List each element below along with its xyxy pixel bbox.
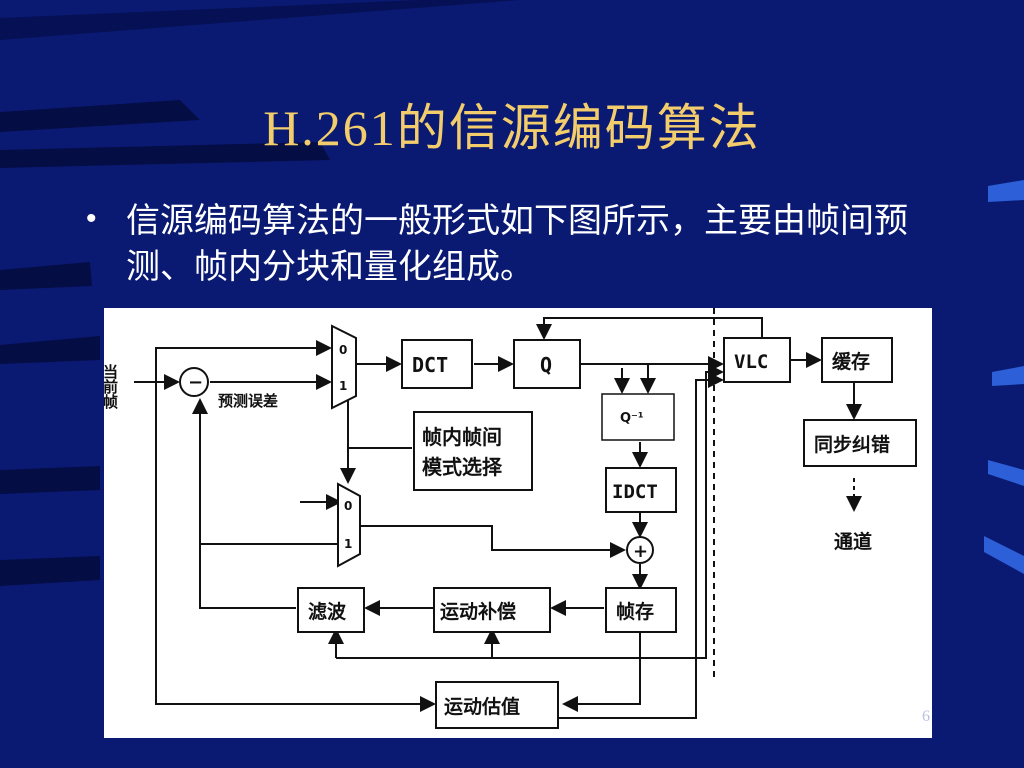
sync-box (803, 419, 917, 467)
frame-store-label: 帧存 (616, 600, 654, 623)
qinv-label: Q⁻¹ (620, 411, 644, 426)
vlc-box (723, 337, 791, 383)
channel-label: 通道 (834, 530, 872, 553)
buffer-box (821, 337, 893, 383)
mode-select-line1: 帧内帧间 (422, 425, 502, 449)
prediction-error-label: 预测误差 (218, 392, 278, 410)
mux2-input-0: 0 (344, 499, 352, 513)
q-label: Q (540, 353, 552, 377)
mode-select-box (413, 411, 533, 491)
mux1-input-1: 1 (339, 379, 347, 393)
bullet-text: 信源编码算法的一般形式如下图所示，主要由帧间预测、帧内分块和量化组成。 (126, 201, 908, 287)
page-number: 6 (922, 708, 930, 725)
buffer-label: 缓存 (832, 350, 870, 373)
idct-label: IDCT (612, 481, 658, 503)
sync-label: 同步纠错 (814, 433, 890, 456)
dct-label: DCT (412, 353, 448, 377)
input-label-text: 当前帧 (104, 363, 119, 410)
filter-label: 滤波 (308, 600, 347, 623)
dct-box (401, 339, 473, 389)
idct-box (605, 467, 677, 513)
motion-comp-box (433, 587, 551, 633)
subtractor-circle (179, 367, 209, 397)
vlc-label: VLC (734, 351, 768, 373)
codec-block-diagram: 当前帧 − 预测误差 0 1 DCT Q Q⁻¹ IDCT + VLC 缓存 (104, 308, 932, 738)
adder-symbol: + (633, 541, 648, 562)
qinv-box (601, 393, 675, 441)
mux2 (337, 482, 361, 568)
bullet-dot-icon: • (86, 202, 97, 235)
mux1-input-0: 0 (339, 343, 347, 357)
slide-title: H.261的信源编码算法 (263, 100, 761, 156)
frame-store-box (605, 587, 677, 633)
filter-box (297, 587, 365, 633)
mux1 (331, 324, 357, 410)
q-box (513, 339, 581, 389)
adder-circle (626, 536, 654, 564)
motion-est-box (435, 681, 559, 729)
motion-est-label: 运动估值 (444, 695, 520, 718)
subtractor-symbol: − (188, 372, 203, 393)
input-label: 当前帧 (104, 363, 119, 410)
motion-comp-label: 运动补偿 (440, 600, 516, 623)
mux2-input-1: 1 (344, 537, 352, 551)
mode-select-line2: 模式选择 (422, 455, 503, 479)
